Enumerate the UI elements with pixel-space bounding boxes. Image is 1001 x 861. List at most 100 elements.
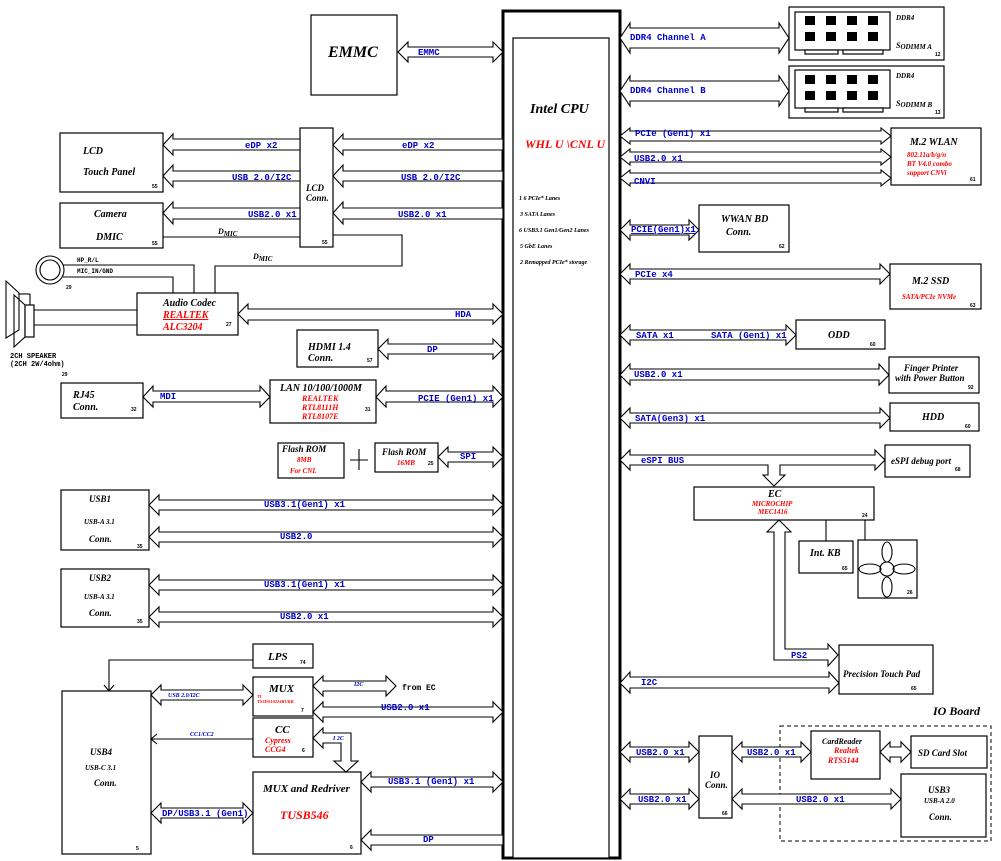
- espi-debug-block[interactable]: [884, 444, 971, 478]
- rj45-block[interactable]: [60, 382, 144, 419]
- lcd-panel-block[interactable]: [59, 132, 164, 193]
- fan-page: 26: [907, 590, 913, 596]
- lan-pcie-bus-arrow: [375, 384, 504, 409]
- hdmi-block[interactable]: [296, 329, 379, 368]
- cpu-title: Intel CPU: [529, 102, 590, 117]
- lan-title: LAN 10/100/1000M: [279, 383, 363, 394]
- wlan-block[interactable]: [890, 127, 982, 186]
- lan-block[interactable]: [269, 379, 377, 424]
- ec-vendor: MICROCHIP: [751, 500, 793, 508]
- io-conn-block[interactable]: [698, 735, 733, 819]
- cc-block[interactable]: [252, 717, 314, 758]
- usb3-type: USB-A 2.0: [924, 797, 955, 805]
- cardreader-block[interactable]: [810, 730, 881, 780]
- usb3-block[interactable]: [900, 773, 987, 838]
- lcd-usb-arrow-left: [162, 163, 301, 189]
- mux-i2c-arrow: [312, 674, 397, 698]
- finger-usb-bus-label: USB2.0 x1: [634, 370, 683, 380]
- lan-page: 31: [365, 407, 371, 413]
- audio-jack-outer-icon: [35, 255, 65, 285]
- keyboard-block[interactable]: [798, 540, 854, 574]
- lcd-panel-page: 55: [152, 184, 158, 190]
- usb2-page: 35: [137, 619, 143, 625]
- cardreader-usb-bus-label: USB2.0 x1: [747, 748, 796, 758]
- audio-codec-vendor: REALTEK: [162, 310, 210, 321]
- dimm-b-name: SODIMM B: [896, 99, 932, 109]
- camera-block[interactable]: [59, 202, 164, 249]
- flash-rom-cnl-block[interactable]: [277, 442, 345, 479]
- odd-sata-bus-label-2: SATA (Gen1) x1: [711, 331, 787, 341]
- audio-codec-block[interactable]: [136, 292, 239, 336]
- odd-title: ODD: [828, 330, 850, 341]
- ssd-block[interactable]: [889, 263, 982, 310]
- camera-title: Camera: [94, 209, 127, 220]
- finger-printer-title: Finger Printer: [903, 363, 959, 373]
- wwan-block[interactable]: [698, 204, 790, 253]
- lcd-usb-label-right: USB 2.0/I2C: [401, 173, 461, 183]
- emmc-bus-arrow: [397, 40, 504, 64]
- wwan-pcie-bus-arrow: [619, 218, 700, 242]
- odd-sata-bus-label-1: SATA x1: [636, 331, 674, 341]
- ssd-pcie-bus-label: PCIe x4: [635, 270, 673, 280]
- speaker-spec: (2CH 2W/4ohm): [10, 361, 65, 369]
- lcd-edp-label-right: eDP x2: [402, 141, 434, 151]
- dimm-b-page: 13: [935, 110, 941, 116]
- usb1-block[interactable]: [60, 489, 150, 551]
- usb3-conn: Conn.: [929, 812, 952, 822]
- camera-page: 55: [152, 241, 158, 247]
- odd-block[interactable]: [795, 319, 886, 350]
- usb2-usb31-bus-label: USB3.1(Gen1) x1: [264, 580, 346, 590]
- fan-block[interactable]: [857, 539, 918, 599]
- lcd-conn-title: LCD: [305, 183, 325, 193]
- keyboard-title: Int. KB: [809, 548, 841, 559]
- ddr4-a-bus-arrow: [619, 21, 790, 55]
- emmc-block[interactable]: [310, 14, 398, 96]
- hda-bus-arrow: [237, 302, 504, 326]
- finger-printer-block[interactable]: [888, 356, 980, 394]
- lcd-usb-label-left: USB 2.0/I2C: [232, 173, 292, 183]
- dmic-line-to-codec: [214, 234, 403, 293]
- finger-usb-bus-arrow: [619, 362, 890, 387]
- lps-line: [108, 659, 253, 690]
- lcd-conn-block[interactable]: [299, 127, 334, 248]
- usb4-block[interactable]: [61, 690, 152, 855]
- touchpad-page: 65: [911, 686, 917, 692]
- mux-from-ec-label: from EC: [402, 684, 436, 693]
- usb1-conn: Conn.: [89, 534, 112, 544]
- io-conn-page: 66: [722, 811, 728, 817]
- usb2-block[interactable]: [60, 568, 150, 628]
- touchpad-block[interactable]: [838, 644, 934, 695]
- mux-usb2-bus-arrow: [312, 700, 504, 724]
- lan-pcie-bus-label: PCIE (Gen1) x1: [418, 394, 494, 404]
- usb3-title: USB3: [928, 785, 951, 795]
- lps-block[interactable]: [252, 643, 314, 669]
- mux-block[interactable]: [252, 676, 314, 717]
- usb1-usb31-bus-arrow: [148, 493, 504, 517]
- dmic-label-codec: DMIC: [252, 252, 273, 263]
- redriver-dp-bus-arrow: [360, 828, 504, 852]
- usb1-page: 35: [137, 544, 143, 550]
- camera-usb-label-left: USB2.0 x1: [248, 210, 297, 220]
- lcd-usb-arrow-right: [332, 163, 504, 189]
- dimm-b-type: DDR4: [895, 72, 915, 80]
- flash-rom-cnl-title: Flash ROM: [281, 444, 327, 454]
- hdd-sata-bus-arrow: [619, 406, 891, 430]
- hdmi-title: HDMI 1.4: [307, 342, 351, 353]
- audio-codec-page: 27: [226, 322, 232, 328]
- sdcard-arrow: [879, 740, 912, 764]
- finger-printer-page: 92: [968, 385, 974, 391]
- ec-block[interactable]: [693, 486, 875, 521]
- emmc-title: EMMC: [327, 44, 378, 61]
- cpu-lane-gbe: 5 GbE Lanes: [520, 244, 553, 250]
- hdd-block[interactable]: [889, 402, 980, 432]
- ps2-arrow: [765, 519, 839, 668]
- cc-i2c-arrow: [312, 726, 360, 773]
- usb3-usb-bus-label: USB2.0 x1: [796, 795, 845, 805]
- wlan-page: 61: [970, 177, 976, 183]
- spi-bus-label: SPI: [460, 452, 476, 462]
- rj45-page: 32: [131, 407, 137, 413]
- sdcard-block[interactable]: [910, 735, 988, 769]
- usb4-redriver-bus-arrow: [150, 801, 254, 825]
- lps-page: 74: [300, 660, 306, 666]
- redriver-block[interactable]: [252, 771, 362, 855]
